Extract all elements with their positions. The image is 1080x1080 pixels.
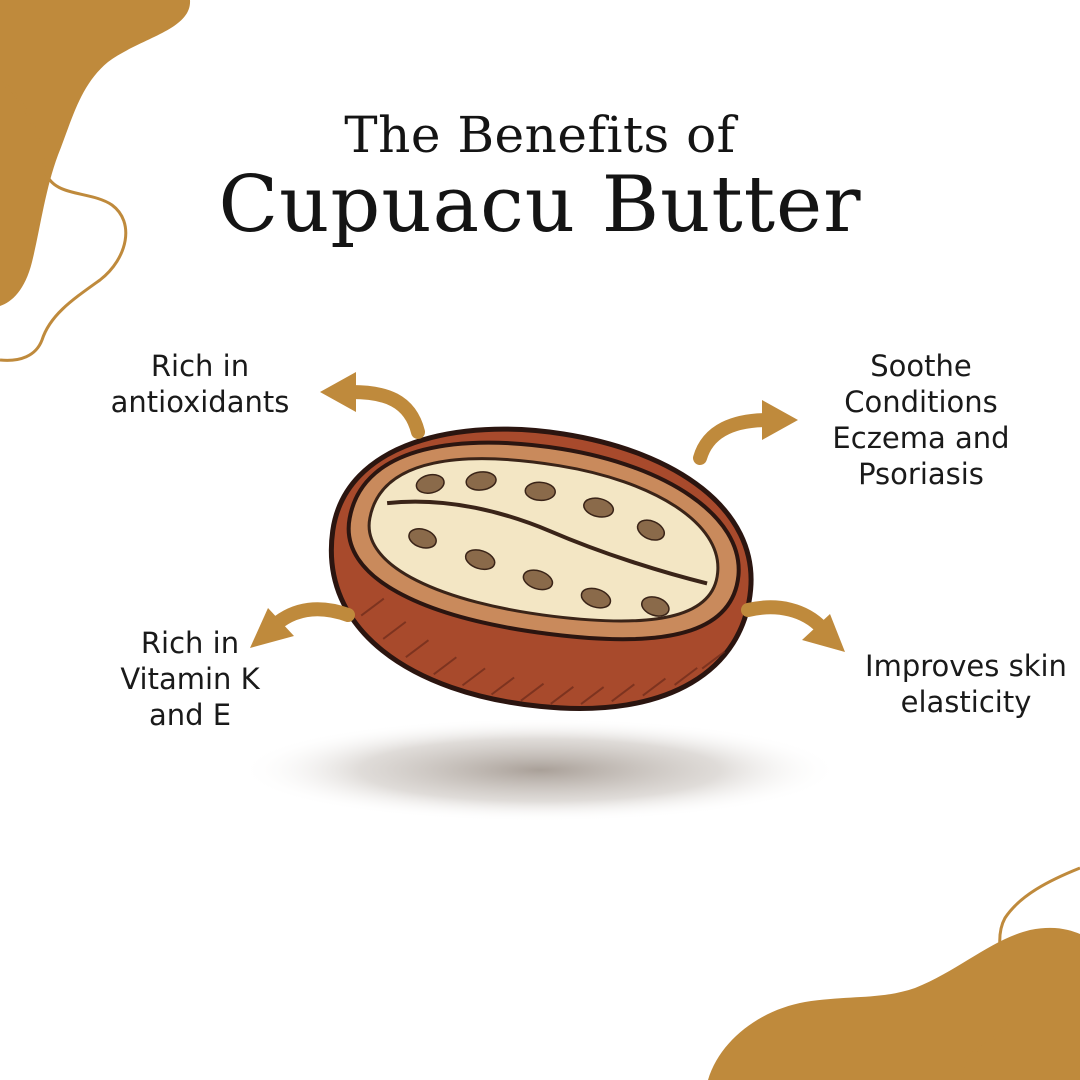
benefit-line: antioxidants: [110, 385, 290, 419]
curved-arrow-icon-top-left: [320, 372, 425, 439]
top-left-squiggle: [0, 80, 128, 362]
benefit-skin-elasticity: Improves skin elasticity: [852, 648, 1080, 720]
curved-arrow-icon-top-right: [693, 400, 798, 465]
cupuacu-fruit-illustration: [328, 426, 754, 711]
benefit-antioxidants: Rich in antioxidants: [95, 348, 305, 420]
curved-arrow-icon-bottom-right: [741, 600, 845, 652]
benefit-line: Soothe: [870, 349, 972, 383]
benefit-line: Psoriasis: [858, 457, 984, 491]
benefit-line: Improves skin: [865, 649, 1067, 683]
benefit-soothe-conditions: Soothe Conditions Eczema and Psoriasis: [810, 348, 1032, 492]
curved-arrow-icon-bottom-left: [250, 602, 355, 648]
benefit-line: Rich in: [150, 349, 250, 383]
benefit-line: and E: [148, 698, 232, 732]
fruit-shadow: [240, 718, 840, 822]
benefit-vitamins: Rich in Vitamin K and E: [100, 625, 280, 733]
title-line-2: Cupuacu Butter: [218, 160, 862, 250]
curved-arrows: [250, 372, 845, 652]
bottom-right-squiggle: [960, 866, 1080, 1080]
benefit-line: Conditions: [844, 385, 998, 419]
top-left-blob: [0, 0, 191, 306]
title-line-1: The Benefits of: [344, 106, 736, 164]
benefit-line: Vitamin K: [120, 662, 260, 696]
benefit-line: Eczema and: [832, 421, 1010, 455]
benefit-line: Rich in: [140, 626, 240, 660]
benefit-line: elasticity: [900, 685, 1032, 719]
